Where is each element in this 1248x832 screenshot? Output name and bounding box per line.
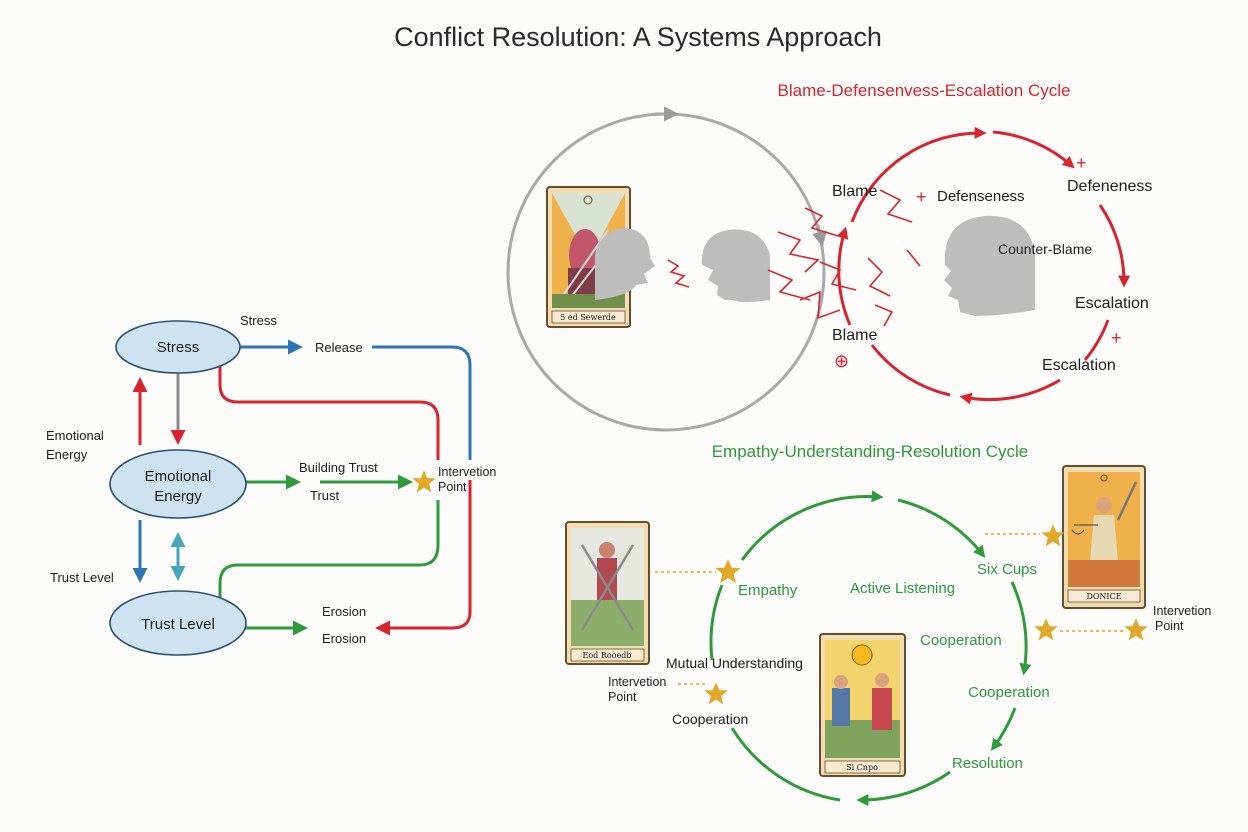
star-icon [715,559,741,584]
label-escalation-right: Escalation [1075,295,1149,312]
green-arc-to-six-cups [897,498,986,558]
label-intervention-right-2: Point [1155,619,1184,633]
node-trust-level[interactable] [109,590,247,656]
label-release: Release [315,340,363,355]
label-resolution: Resolution [952,755,1023,772]
label-cooperation-mid: Cooperation [920,632,1002,649]
red-cycle: Blame-Defensenvess-Escalation Cycle 5 ed… [506,81,1152,432]
green-arc-to-cooperation [1010,581,1032,676]
label-cooperation-left: Cooperation [672,711,748,727]
gray-circle-arrow-right [812,224,827,247]
green-cycle-title: Empathy-Understanding-Resolution Cycle [712,442,1029,461]
plus-sign-escalation: + [1111,328,1122,348]
tarot-card-caption-cups: Si Cnpo [846,763,878,772]
green-arc-to-resolution [990,707,1017,751]
tarot-card-icon: Eod Rooedb [565,521,650,665]
tarot-card-icon: DONICE [1062,465,1146,609]
label-empathy: Empathy [738,582,798,599]
lightning-icon [667,189,921,327]
green-cycle: Empathy-Understanding-Resolution Cycle E… [565,442,1211,807]
tarot-card-caption-red: 5 ed Sewerde [560,313,616,322]
circled-plus-sign: ⊕ [834,351,849,371]
red-arc-blame-to-top [850,126,987,223]
plus-sign-defeneness: + [1076,153,1087,173]
label-defeneness: Defeneness [1067,178,1152,195]
label-emotional-energy-side-2: Energy [46,447,88,462]
label-stress-top: Stress [240,313,277,328]
label-trust-level-side: Trust Level [50,570,114,585]
node-emotional-energy-label-2: Energy [154,488,202,505]
label-intervention-left-1: Intervetion [608,675,666,689]
label-erosion-1: Erosion [322,604,366,619]
red-arc-to-defeneness [992,130,1075,169]
node-trust-level-label: Trust Level [141,616,215,633]
label-blame-bottom: Blame [832,327,877,344]
green-arc-to-bottom [856,770,951,807]
label-blame-top: Blame [832,183,877,200]
red-cycle-title: Blame-Defensenvess-Escalation Cycle [778,81,1071,100]
page-title: Conflict Resolution: A Systems Approach [394,22,882,52]
green-arc-bottom-left [730,727,841,802]
label-intervention-point-1: Intervetion [438,465,496,479]
plus-sign-defenseness: + [916,187,927,207]
star-icon [704,682,728,705]
label-erosion-2: Erosion [322,631,366,646]
red-arc-bottom-to-blame [870,344,951,397]
head-silhouette-icon [944,215,1035,358]
star-icon [412,470,436,493]
green-arc-left [709,584,724,661]
green-arc-to-top [740,490,884,561]
stress-red-loop [218,362,440,460]
label-escalation-bottom: Escalation [1042,357,1116,374]
label-active-listening: Active Listening [850,580,955,597]
label-six-cups: Six Cups [977,561,1037,578]
red-arc-to-escalation [1098,204,1131,288]
label-counter-blame: Counter-Blame [998,241,1092,257]
label-building-trust: Building Trust [299,460,378,475]
left-system: Stress Emotional Energy Trust Level Stre… [46,313,496,656]
label-trust: Trust [310,488,340,503]
node-emotional-energy[interactable] [109,449,247,519]
label-defenseness: Defenseness [937,188,1025,205]
red-arc-to-bottom [959,378,1061,405]
red-arc-blame-return [836,226,852,326]
label-mutual-understanding: Mutual Understanding [666,655,803,671]
release-loop-line [372,345,472,460]
label-cooperation-right: Cooperation [968,684,1050,701]
label-emotional-energy-side-1: Emotional [46,428,104,443]
label-intervention-left-2: Point [608,690,637,704]
star-icon [1041,524,1065,547]
label-intervention-point-2: Point [438,480,467,494]
tarot-card-icon: Si Cnpo [819,633,906,777]
tarot-card-caption-swords: Eod Rooedb [583,651,632,660]
node-emotional-energy-label-1: Emotional [145,468,212,485]
star-icon [1124,618,1148,641]
intervention-green-loop [218,500,440,600]
tarot-card-caption-justice: DONICE [1086,592,1121,601]
head-silhouette-icon [595,228,770,352]
red-arc-escalation-segment [1083,319,1110,361]
node-stress[interactable] [115,320,241,374]
star-icon [1034,618,1058,641]
node-stress-label: Stress [157,339,200,356]
label-intervention-right-1: Intervetion [1153,604,1211,618]
erosion-red-return [375,480,472,636]
